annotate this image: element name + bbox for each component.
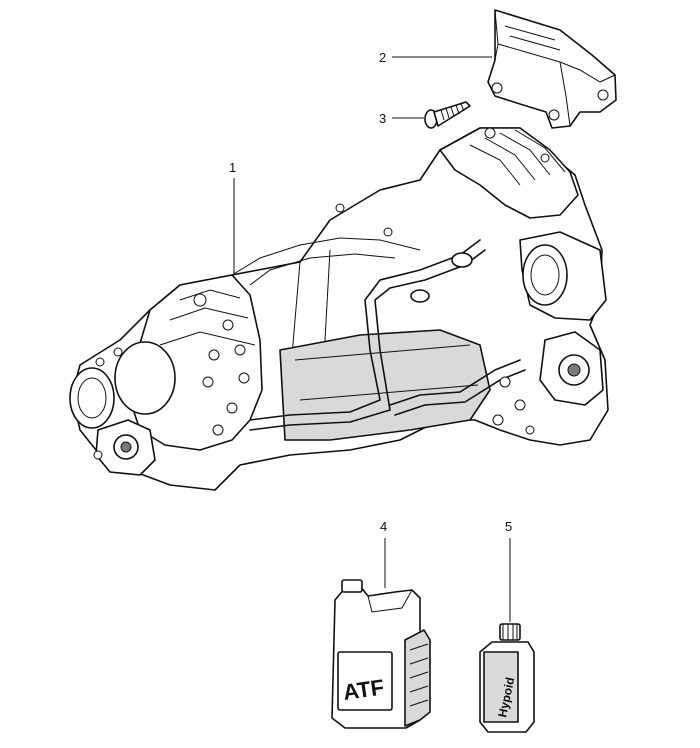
callout-1[interactable]: 1 [229, 160, 236, 282]
mounting-bolt[interactable] [424, 101, 471, 129]
callout-4-number: 4 [380, 519, 387, 534]
callout-4[interactable]: 4 [380, 519, 387, 588]
callout-5-number: 5 [505, 519, 512, 534]
callout-1-number: 1 [229, 160, 236, 175]
callout-3[interactable]: 3 [379, 111, 424, 126]
callout-3-number: 3 [379, 111, 386, 126]
atf-fluid-canister[interactable]: ATF [331, 579, 431, 729]
transmission-assembly[interactable] [69, 127, 609, 491]
mounting-bracket[interactable] [487, 9, 617, 129]
callout-5[interactable]: 5 [505, 519, 512, 622]
callout-2[interactable]: 2 [379, 50, 492, 65]
atf-label: ATF [341, 674, 385, 704]
callout-2-number: 2 [379, 50, 386, 65]
hypoid-oil-bottle[interactable]: Hypoid [479, 623, 535, 733]
